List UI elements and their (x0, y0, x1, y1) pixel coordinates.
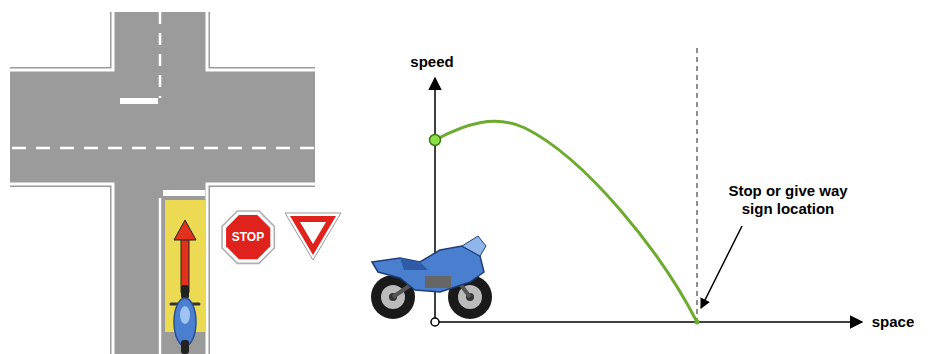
intersection (10, 12, 315, 354)
start-point (430, 135, 441, 146)
sign-text: STOP (232, 231, 264, 243)
motorcycle-side-view (371, 236, 492, 319)
axis-label: space (872, 313, 915, 331)
origin-point (431, 318, 439, 326)
stop-sign: STOP (219, 208, 277, 266)
axes (435, 78, 862, 322)
end-point (695, 320, 700, 325)
direction-arrow (174, 220, 196, 292)
sign-location-line (696, 48, 697, 322)
give-way-sign (285, 213, 341, 260)
speed-curve (435, 121, 697, 322)
lane-highlight (165, 200, 205, 332)
annotation: Stop or give way sign location (713, 182, 863, 218)
motorcycle-top-view (171, 285, 199, 354)
axis-label: speed (410, 53, 453, 71)
leader-line (701, 226, 742, 308)
